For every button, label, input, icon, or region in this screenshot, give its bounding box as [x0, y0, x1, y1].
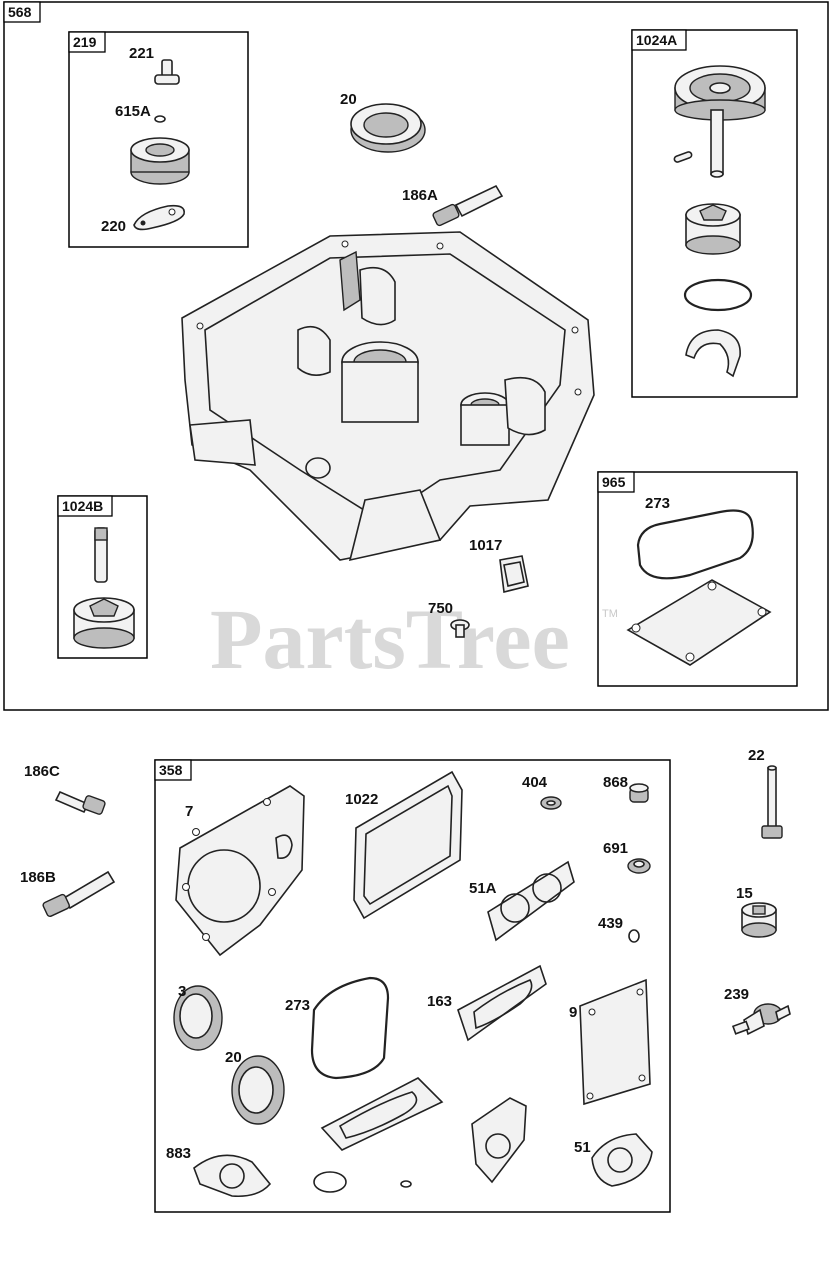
part-1024A-oring[interactable]	[683, 278, 753, 312]
part-1024A-rotor[interactable]	[685, 203, 741, 255]
part-1022-gasket[interactable]	[353, 770, 463, 920]
part-51-gasket[interactable]	[591, 1133, 653, 1187]
part-elbow-gasket[interactable]	[471, 1097, 527, 1184]
group-1024B-tag	[57, 495, 113, 517]
part-20-seal-top[interactable]	[350, 103, 426, 153]
group-965-label[interactable]: 965	[602, 474, 626, 490]
part-186C-fitting[interactable]	[54, 790, 106, 815]
label-9[interactable]: 9	[569, 1004, 577, 1021]
part-1024B-rotor[interactable]	[73, 597, 135, 649]
label-691[interactable]: 691	[603, 840, 628, 857]
label-51[interactable]: 51	[574, 1139, 591, 1156]
label-404[interactable]: 404	[522, 774, 548, 791]
group-965-frame	[597, 471, 798, 687]
group-1024A-label[interactable]: 1024A	[636, 32, 677, 48]
label-1022[interactable]: 1022	[345, 791, 378, 808]
label-239[interactable]: 239	[724, 986, 749, 1003]
part-186A-fitting[interactable]	[432, 184, 504, 227]
part-9-gasket[interactable]	[579, 978, 651, 1106]
label-439[interactable]: 439	[598, 915, 623, 932]
label-273-lower[interactable]: 273	[285, 997, 310, 1014]
part-small-oring-b[interactable]	[400, 1180, 412, 1188]
part-239-sensor[interactable]	[731, 1003, 791, 1036]
label-15[interactable]: 15	[736, 885, 753, 902]
label-273-top[interactable]: 273	[645, 495, 670, 512]
group-1024A-frame	[631, 29, 798, 398]
watermark-trademark: TM	[602, 608, 618, 620]
group-568-frame	[3, 1, 829, 711]
label-186A[interactable]: 186A	[402, 187, 438, 204]
part-750-screw[interactable]	[450, 619, 470, 638]
label-22[interactable]: 22	[748, 747, 765, 764]
label-20-top[interactable]: 20	[340, 91, 357, 108]
part-3-seal[interactable]	[173, 985, 223, 1051]
part-51A-gasket[interactable]	[487, 860, 575, 942]
part-1024B-shaft[interactable]	[94, 527, 108, 583]
part-1024A-clip[interactable]	[685, 329, 741, 378]
part-22-bolt[interactable]	[761, 765, 783, 839]
label-51A[interactable]: 51A	[469, 880, 497, 897]
part-883-gasket[interactable]	[193, 1154, 272, 1198]
group-1024A-tag	[631, 29, 687, 51]
group-358-tag	[154, 759, 192, 781]
label-868[interactable]: 868	[603, 774, 628, 791]
label-1017[interactable]: 1017	[469, 537, 502, 554]
watermark-text: PartsTree	[210, 591, 570, 687]
group-219-frame	[68, 31, 249, 248]
part-691-seal[interactable]	[627, 858, 651, 874]
part-273-oring-lower[interactable]	[310, 976, 390, 1080]
label-163[interactable]: 163	[427, 993, 452, 1010]
group-568-tag	[3, 1, 41, 23]
label-750[interactable]: 750	[428, 600, 453, 617]
label-220[interactable]: 220	[101, 218, 126, 235]
part-crankcase-cover[interactable]	[181, 231, 595, 562]
part-20-seal-lower[interactable]	[231, 1055, 285, 1125]
group-1024B-label[interactable]: 1024B	[62, 498, 103, 514]
part-439-oring[interactable]	[628, 929, 640, 943]
part-15-nut[interactable]	[741, 902, 777, 938]
group-965-tag	[597, 471, 635, 493]
label-20-lower[interactable]: 20	[225, 1049, 242, 1066]
group-358-label[interactable]: 358	[159, 762, 183, 778]
part-273-oring-top[interactable]	[636, 509, 754, 580]
label-7[interactable]: 7	[185, 803, 193, 820]
part-small-oring-a[interactable]	[313, 1171, 347, 1193]
part-186B-fitting[interactable]	[42, 870, 116, 918]
part-404-washer[interactable]	[540, 796, 562, 810]
part-868-cap[interactable]	[629, 783, 649, 803]
group-219-tag	[68, 31, 106, 53]
label-186C[interactable]: 186C	[24, 763, 60, 780]
label-221[interactable]: 221	[129, 45, 154, 62]
part-1017-gasket[interactable]	[499, 555, 529, 593]
part-965-cover-plate[interactable]	[626, 579, 772, 666]
part-163-gasket[interactable]	[457, 964, 547, 1042]
part-220-plate[interactable]	[133, 204, 185, 231]
part-7-head-gasket[interactable]	[175, 785, 305, 957]
part-221-pin[interactable]	[154, 59, 180, 85]
group-219-label[interactable]: 219	[73, 34, 97, 50]
label-615A[interactable]: 615A	[115, 103, 151, 120]
label-186B[interactable]: 186B	[20, 869, 56, 886]
part-1024A-gear[interactable]	[674, 65, 766, 178]
label-883[interactable]: 883	[166, 1145, 191, 1162]
group-568-label[interactable]: 568	[8, 4, 32, 20]
part-1024A-pin[interactable]	[673, 151, 693, 163]
part-219-gear[interactable]	[130, 137, 190, 185]
group-358-frame	[154, 759, 671, 1213]
label-3[interactable]: 3	[178, 983, 186, 1000]
part-615A-oring[interactable]	[154, 115, 166, 123]
part-intake-gasket[interactable]	[320, 1077, 444, 1151]
